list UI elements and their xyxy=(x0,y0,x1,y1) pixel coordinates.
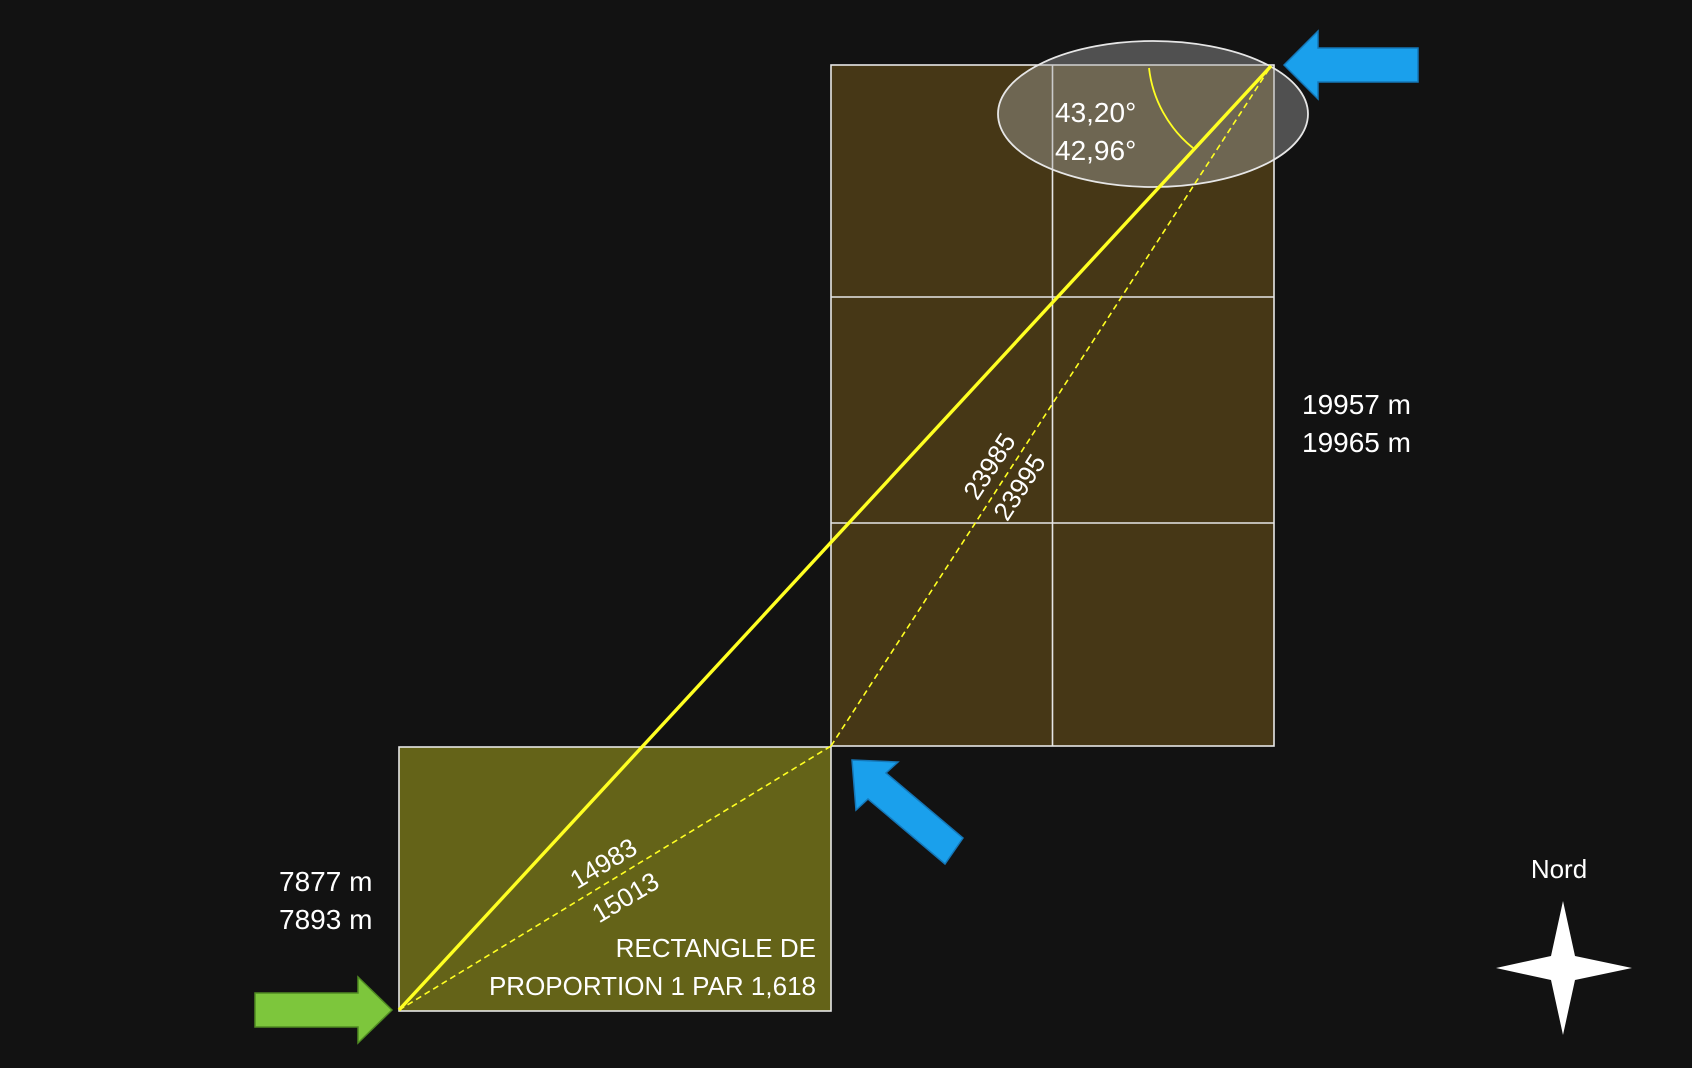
compass-label: Nord xyxy=(1531,854,1587,884)
arrow-right-icon xyxy=(254,975,394,1045)
angle-highlight-ellipse xyxy=(997,40,1309,188)
small-rect-height-label-1: 7877 m xyxy=(279,866,372,897)
small-rectangle xyxy=(398,746,832,1012)
angle-label-2: 42,96° xyxy=(1055,135,1136,166)
compass-star-icon xyxy=(1496,901,1632,1035)
main-diagonal xyxy=(397,64,1273,1012)
large-rect-height-label-1: 19957 m xyxy=(1302,389,1411,420)
small-rect-height-label-2: 7893 m xyxy=(279,904,372,935)
small-rect-caption-2: PROPORTION 1 PAR 1,618 xyxy=(489,971,816,1001)
angle-arc xyxy=(1148,67,1194,149)
large-rect-dashed-diagonal xyxy=(830,65,1272,747)
small-rect-dashed-diagonal xyxy=(398,745,832,1011)
small-rect-caption-1: RECTANGLE DE xyxy=(616,933,816,963)
arrow-up-left-icon xyxy=(851,759,965,866)
arrow-left-icon xyxy=(1282,29,1419,101)
angle-label-1: 43,20° xyxy=(1055,97,1136,128)
large-rect-height-label-2: 19965 m xyxy=(1302,427,1411,458)
